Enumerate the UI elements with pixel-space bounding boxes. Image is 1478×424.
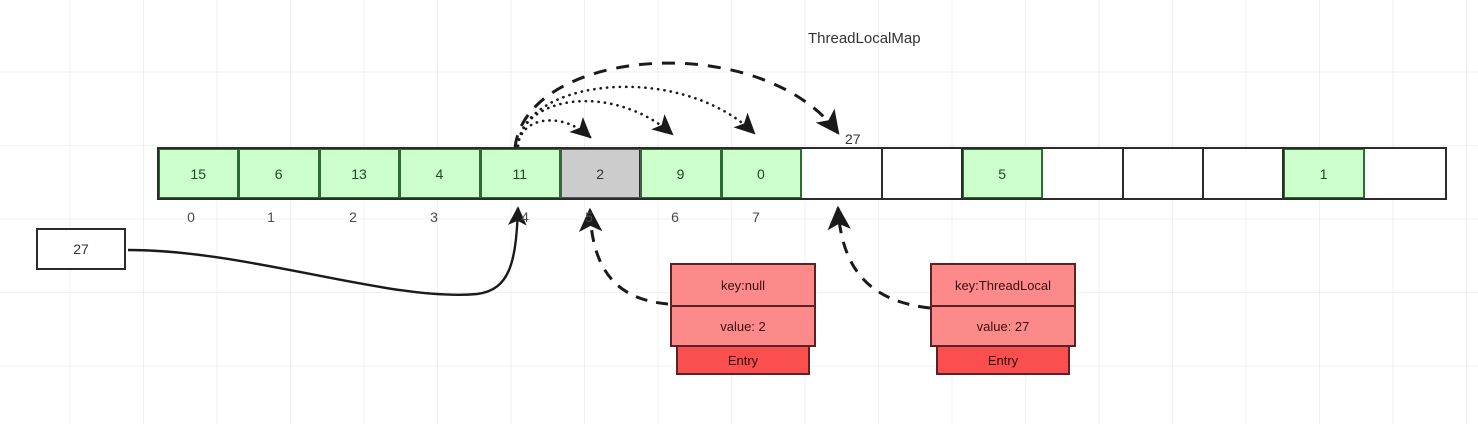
cell-value: 9 [676,165,685,182]
table-cell-4[interactable]: 11 [480,149,561,198]
key-hash-box[interactable]: 27 [36,228,126,270]
table-cell-10[interactable]: 5 [962,149,1044,198]
index-label-3: 3 [430,209,438,225]
table-cell-12[interactable] [1123,149,1205,198]
entry-type-text: Entry [987,352,1019,368]
table-cell-3[interactable]: 4 [400,149,481,198]
entry-value-text: value: 2 [720,318,766,334]
table-cell-5[interactable]: 2 [560,149,642,198]
table-cell-7[interactable]: 0 [721,149,803,198]
index-label-2: 2 [349,209,357,225]
table-cell-6[interactable]: 9 [641,149,722,198]
table-cell-14[interactable]: 1 [1284,149,1365,198]
table-cell-0[interactable]: 15 [159,149,240,198]
index-label-5: 5 [585,209,593,225]
key-hash-value: 27 [73,241,89,257]
entry-card-live[interactable]: key:ThreadLocal value: 27 Entry [930,263,1076,375]
entry-key-row: key:null [670,263,816,305]
probe-arc-7 [516,85,756,148]
table-cell-9[interactable] [882,149,963,198]
probe-arc-6 [516,99,674,148]
table-cell-1[interactable]: 6 [239,149,320,198]
cell-value: 11 [512,165,528,182]
table-cell-13[interactable] [1204,149,1285,198]
entry-type-label: Entry [936,345,1070,375]
entry-value-row: value: 27 [930,305,1076,347]
index-label-4: 4 [521,209,529,225]
insert-value-label: 27 [845,131,861,147]
entry-type-text: Entry [727,352,759,368]
cell-value: 5 [998,165,1006,182]
page-title: ThreadLocalMap [808,30,921,47]
cell-value: 6 [274,165,283,182]
table-cell-15[interactable] [1364,149,1446,198]
cell-value: 13 [351,165,367,182]
table-cell-8[interactable] [802,149,883,198]
index-label-0: 0 [187,209,195,225]
cell-value: 15 [190,165,206,182]
index-label-6: 6 [671,209,679,225]
index-label-7: 7 [752,209,760,225]
entry-value-row: value: 2 [670,305,816,347]
probe-arc-5 [516,116,592,148]
table-cell-2[interactable]: 13 [319,149,401,198]
cell-value: 4 [435,165,444,182]
entry-type-label: Entry [676,345,810,375]
index-label-1: 1 [267,209,275,225]
table-cell-11[interactable] [1043,149,1124,198]
hash-table-array: 15 6 13 4 11 2 9 0 5 1 [157,147,1448,200]
cell-value: 0 [757,165,765,182]
cell-value: 2 [596,165,605,182]
entry-value-text: value: 27 [976,318,1030,334]
entry-key-text: key:null [720,277,766,293]
entry-key-row: key:ThreadLocal [930,263,1076,305]
entry-card-stale[interactable]: key:null value: 2 Entry [670,263,816,375]
entry-key-text: key:ThreadLocal [954,277,1052,293]
insert-arc-8 [513,61,840,149]
live-entry-link [827,205,931,310]
cell-value: 1 [1319,165,1328,182]
